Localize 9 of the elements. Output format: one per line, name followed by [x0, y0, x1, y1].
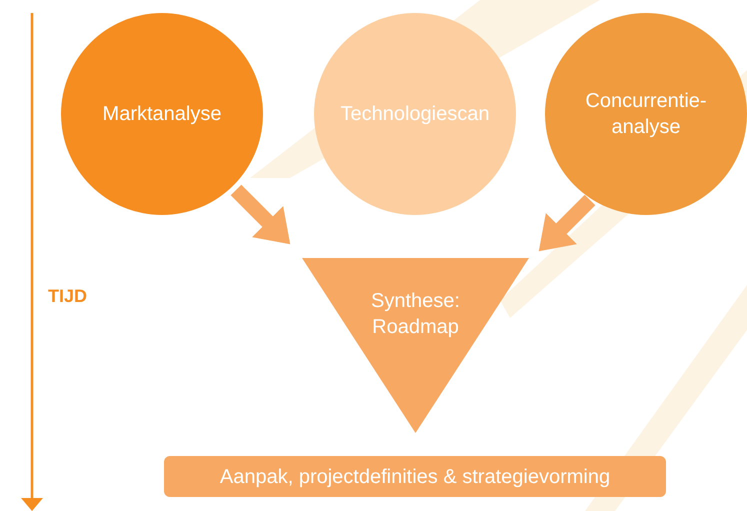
node-label: Marktanalyse [102, 102, 222, 127]
node-label: Synthese: Roadmap [370, 289, 461, 340]
block-arrow [230, 184, 290, 244]
result-bar [164, 456, 666, 497]
node-label: Concurrentie- analyse [584, 89, 708, 140]
axis-label: TIJD [48, 286, 88, 307]
node-label: Aanpak, projectdefinities & strategievorming [220, 464, 610, 490]
block-arrow [538, 194, 596, 252]
node-label: Technologiescan [340, 102, 490, 127]
